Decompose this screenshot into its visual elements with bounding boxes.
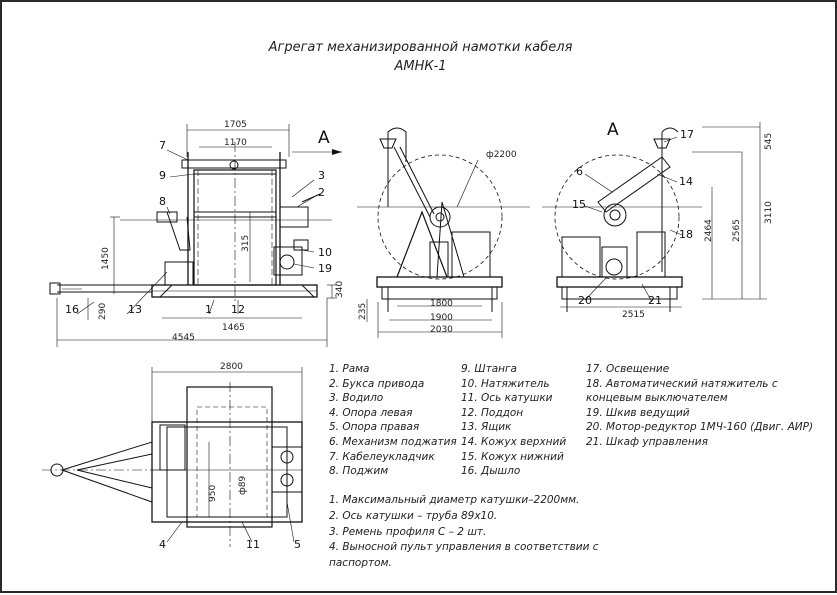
- dim-1170: 1170: [224, 138, 247, 148]
- legend-item: 13. Ящик: [461, 421, 512, 434]
- callout-12: 12: [231, 303, 245, 316]
- legend-item: 2. Букса привода: [329, 377, 425, 390]
- callout-13: 13: [128, 303, 142, 316]
- callout-3: 3: [318, 169, 325, 182]
- note-item: 1. Максимальный диаметр катушки–2200мм.: [329, 494, 580, 506]
- dim-axle-diameter: ф89: [238, 475, 248, 495]
- legend-item: 4. Опора левая: [329, 406, 413, 419]
- note-item: 3. Ремень профиля С – 2 шт.: [329, 525, 487, 538]
- callout-19: 19: [318, 262, 332, 275]
- legend-item: концевым выключателем: [586, 392, 728, 405]
- legend-item: 7. Кабелеукладчик: [329, 450, 435, 463]
- callout-17: 17: [680, 128, 694, 141]
- legend-item: 1. Рама: [329, 363, 370, 375]
- legend-item: 5. Опора правая: [329, 421, 420, 434]
- callout-1: 1: [205, 303, 212, 316]
- legend-column-2: 9. Штанга 10. Натяжитель 11. Ось катушки…: [461, 362, 566, 479]
- front-view: [49, 124, 342, 347]
- dim-290: 290: [98, 302, 108, 320]
- drawing-title: Агрегат механизированной намотки кабеля: [268, 40, 573, 55]
- dim-2800: 2800: [220, 362, 243, 372]
- callout-14: 14: [679, 175, 693, 188]
- callout-21: 21: [648, 294, 662, 307]
- legend-item: 8. Поджим: [329, 465, 389, 478]
- callout-6: 6: [576, 165, 583, 178]
- callout-5: 5: [294, 538, 301, 551]
- plan-view: [42, 367, 303, 547]
- dim-1450: 1450: [101, 247, 111, 270]
- dim-1900: 1900: [430, 313, 453, 323]
- dim-drum-diameter: ф2200: [486, 150, 517, 160]
- note-item: 2. Ось катушки – труба 89х10.: [329, 509, 498, 522]
- dim-315: 315: [241, 234, 251, 252]
- dim-2464: 2464: [704, 219, 714, 242]
- legend-item: 18. Автоматический натяжитель с: [586, 377, 778, 390]
- legend-item: 10. Натяжитель: [461, 377, 550, 390]
- legend-column-3: 17. Освещение 18. Автоматический натяжит…: [586, 362, 813, 450]
- dim-3110: 3110: [764, 201, 774, 224]
- legend-item: 21. Шкаф управления: [586, 435, 708, 448]
- legend-item: 12. Поддон: [461, 406, 524, 419]
- dim-340: 340: [335, 280, 345, 298]
- dim-1800: 1800: [430, 299, 453, 309]
- drawing-model: АМНК-1: [394, 59, 447, 74]
- legend-item: 3. Водило: [329, 392, 384, 405]
- dim-1705: 1705: [224, 120, 247, 130]
- dim-2030: 2030: [430, 325, 453, 335]
- dim-950: 950: [208, 484, 218, 502]
- legend-item: 17. Освещение: [586, 363, 670, 375]
- note-item: паспортом.: [329, 557, 392, 570]
- dim-2565: 2565: [732, 219, 742, 242]
- callout-7: 7: [159, 139, 166, 152]
- dim-235: 235: [358, 302, 368, 320]
- legend-item: 11. Ось катушки: [461, 392, 553, 405]
- callout-2: 2: [318, 186, 325, 199]
- callout-8: 8: [159, 195, 166, 208]
- note-item: 4. Выносной пульт управления в соответст…: [329, 541, 599, 554]
- side-view: [357, 127, 530, 338]
- callout-15: 15: [572, 198, 586, 211]
- dim-4545: 4545: [172, 333, 195, 343]
- end-view: [542, 122, 767, 312]
- legend-item: 15. Кожух нижний: [461, 450, 564, 463]
- legend-item: 14. Кожух верхний: [461, 435, 567, 448]
- legend-item: 19. Шкив ведущий: [586, 406, 690, 419]
- callout-20: 20: [578, 294, 592, 307]
- legend-item: 9. Штанга: [461, 363, 517, 375]
- dim-1465: 1465: [222, 323, 245, 333]
- callout-11: 11: [246, 538, 260, 551]
- callout-4: 4: [159, 538, 166, 551]
- callout-9: 9: [159, 169, 166, 182]
- callout-10: 10: [318, 246, 332, 259]
- end-view-label: А: [607, 120, 619, 140]
- legend-item: 16. Дышло: [461, 465, 521, 478]
- view-arrow-label: А: [318, 128, 330, 148]
- callout-16: 16: [65, 303, 79, 316]
- dim-2515: 2515: [622, 310, 645, 320]
- legend-item: 20. Мотор-редуктор 1МЧ-160 (Двиг. АИР): [586, 421, 814, 434]
- dim-545: 545: [764, 132, 774, 150]
- notes: 1. Максимальный диаметр катушки–2200мм. …: [329, 493, 599, 572]
- legend-column-1: 1. Рама 2. Букса привода 3. Водило 4. Оп…: [329, 362, 457, 479]
- callout-18: 18: [679, 228, 693, 241]
- legend-item: 6. Механизм поджатия: [329, 435, 457, 448]
